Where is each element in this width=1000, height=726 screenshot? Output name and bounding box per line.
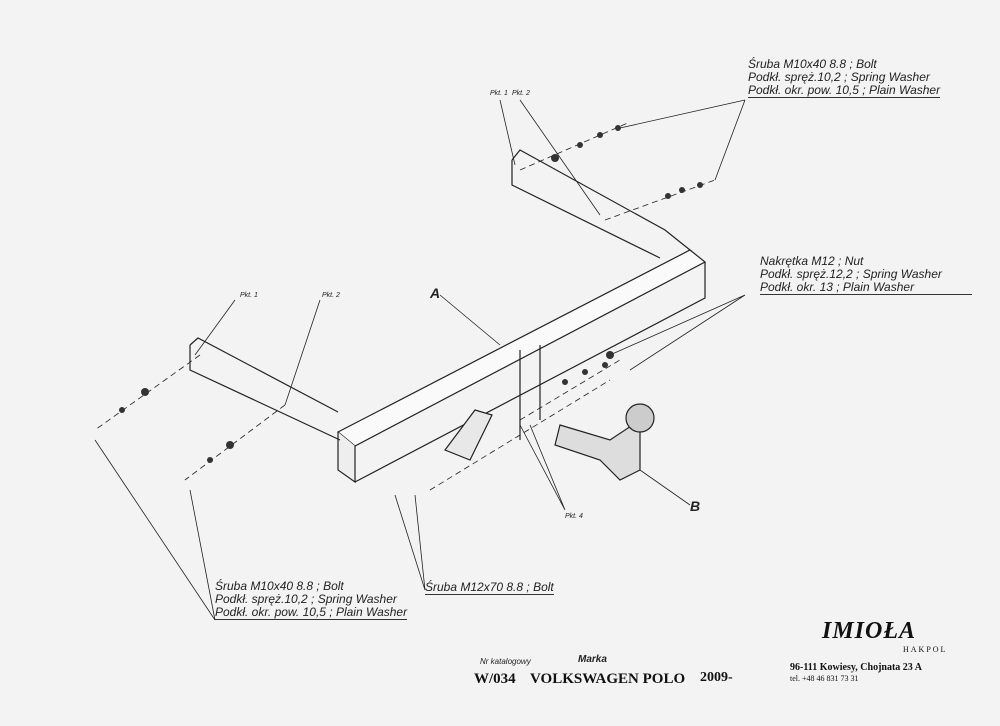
catalog-number: W/034 — [474, 671, 516, 687]
part-a-label: A — [430, 285, 441, 301]
callout-line: Podkł. okr. 13 ; Plain Washer — [760, 280, 915, 294]
callout-line: Śruba M10x40 8.8 ; Bolt — [748, 57, 877, 71]
company-address: 96-111 Kowiesy, Chojnata 23 A — [790, 662, 922, 673]
pkt2-label-right: Pkt. 2 — [512, 90, 530, 97]
callout-nut: Nakrętka M12 ; Nut Podkł. spręż.12,2 ; S… — [760, 255, 972, 295]
brand-label: Marka — [578, 654, 607, 665]
callout-line: Podkł. spręż.10,2 ; Spring Washer — [748, 70, 930, 84]
callout-line: Podkł. okr. pow. 10,5 ; Plain Washer — [215, 605, 408, 619]
catalog-label: Nr katalogowy — [480, 657, 531, 666]
pkt2-label-left: Pkt. 2 — [322, 292, 340, 299]
callout-top-right: Śruba M10x40 8.8 ; Bolt Podkł. spręż.10,… — [748, 57, 941, 98]
callout-line: Podkł. spręż.12,2 ; Spring Washer — [760, 267, 942, 281]
pkt1-label-right: Pkt. 1 — [490, 90, 508, 97]
part-b-label: B — [690, 498, 701, 514]
callout-line: Podkł. spręż.10,2 ; Spring Washer — [215, 592, 397, 606]
vehicle-brand: VOLKSWAGEN POLO — [530, 671, 686, 687]
callout-line: Podkł. okr. pow. 10,5 ; Plain Washer — [748, 83, 941, 97]
pkt1-label-left: Pkt. 1 — [240, 292, 258, 299]
company-phone: tel. +48 46 831 73 31 — [790, 674, 859, 683]
pkt4-label: Pkt. 4 — [565, 513, 583, 520]
company-sub: HAKPOL — [903, 645, 948, 654]
company-logo: IMIOŁA — [822, 618, 917, 644]
callout-bolt-m12: Śruba M12x70 8.8 ; Bolt — [425, 580, 554, 595]
callout-line: Śruba M10x40 8.8 ; Bolt — [215, 579, 344, 593]
callout-bottom-left: Śruba M10x40 8.8 ; Bolt Podkł. spręż.10,… — [215, 579, 408, 620]
callout-line: Nakrętka M12 ; Nut — [760, 254, 864, 268]
vehicle-year: 2009- — [700, 670, 733, 685]
